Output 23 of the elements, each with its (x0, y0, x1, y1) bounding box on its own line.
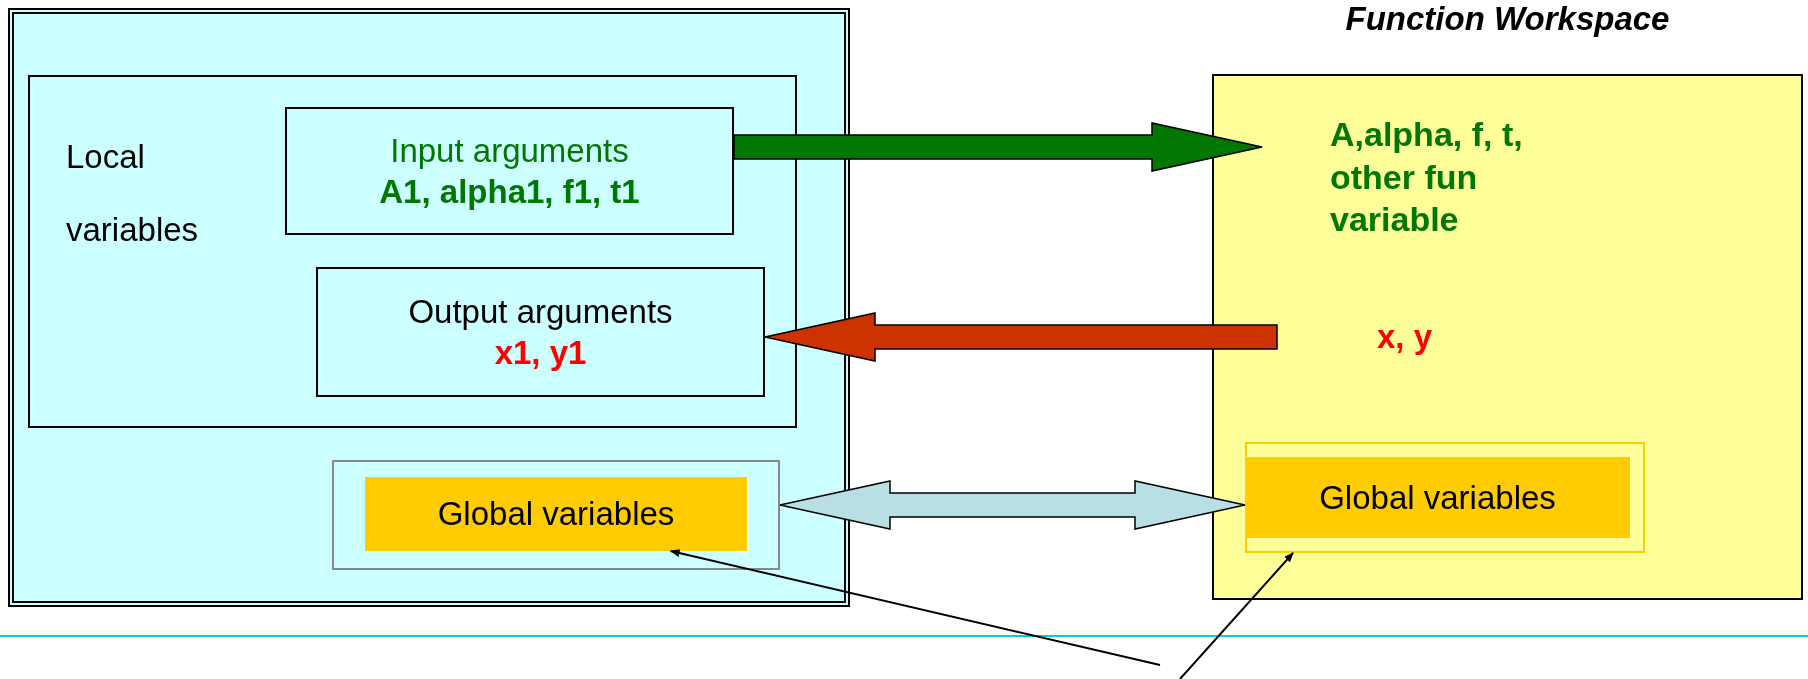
heading-text: Function Workspace (1344, 0, 1671, 39)
highlight-box (365, 477, 747, 551)
leader-line (1179, 552, 1294, 679)
label-text: Global variables (437, 494, 675, 535)
leader-line (669, 549, 1161, 666)
group-frame (332, 460, 780, 570)
variable-list: x1, y1 (494, 332, 587, 374)
block-arrow (779, 480, 1246, 530)
block-arrow (733, 122, 1263, 172)
heading-text: Input arguments (390, 130, 629, 171)
label-text: Local variables (66, 137, 200, 250)
workspace-panel (8, 8, 850, 607)
variable-list: x, y (1377, 316, 1433, 358)
variable-list: A,alpha, f, t, other fun variable (1330, 113, 1615, 241)
variable-list: A1, alpha1, f1, t1 (379, 171, 640, 213)
argument-box (316, 267, 765, 397)
argument-box (285, 107, 734, 235)
group-box (28, 75, 797, 428)
block-arrow (764, 312, 1278, 362)
group-frame (1245, 442, 1645, 553)
heading-text: Output arguments (408, 291, 673, 332)
highlight-box (1245, 457, 1630, 538)
label-text: Global variables (1319, 477, 1556, 518)
